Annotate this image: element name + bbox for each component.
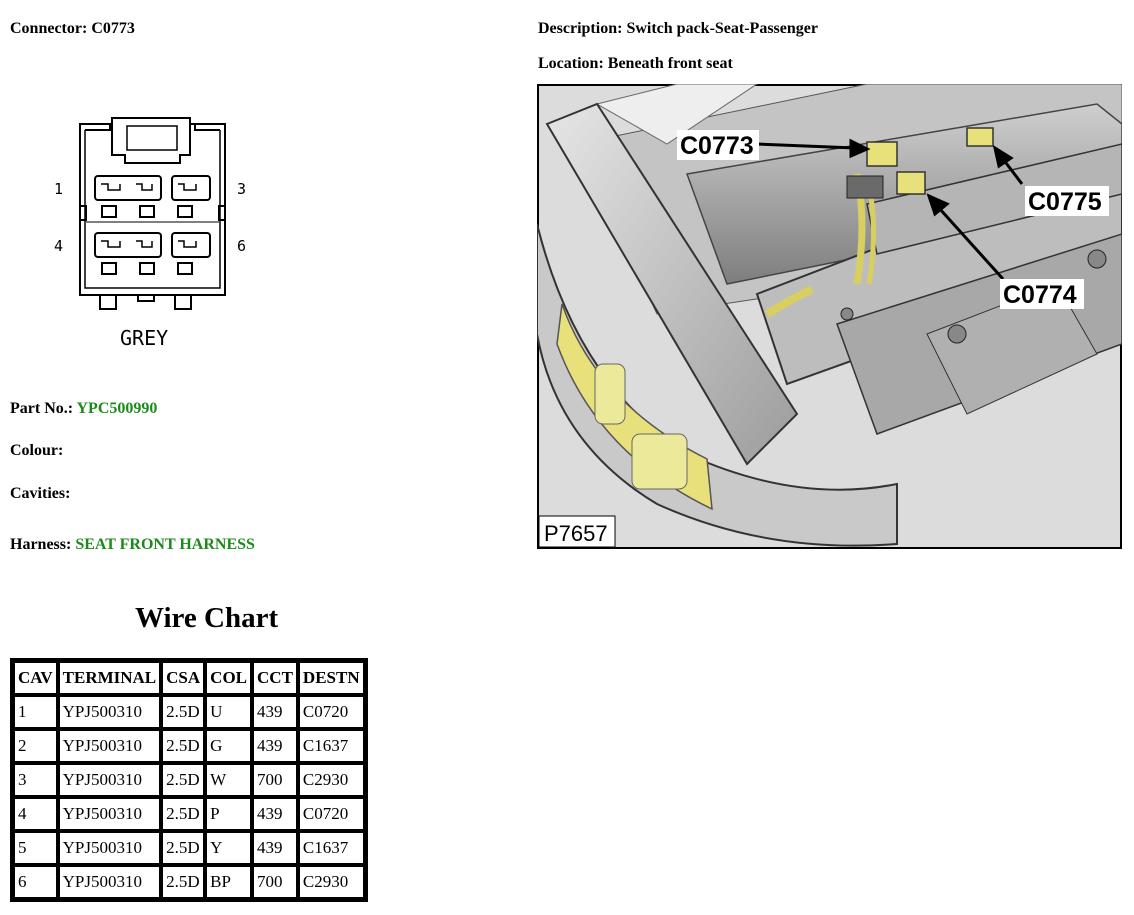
- csa-cell: 2.5D: [161, 831, 206, 865]
- description-heading: Description: Switch pack-Seat-Passenger: [538, 20, 818, 37]
- col-cell: W: [205, 763, 253, 797]
- cct-cell: 439: [252, 695, 298, 729]
- location-value: Beneath front seat: [607, 55, 733, 72]
- cct-cell: 700: [252, 865, 298, 899]
- terminal-cell: YPJ500310: [57, 763, 162, 797]
- destn-cell: C2930: [297, 763, 365, 797]
- col-cct-header: CCT: [252, 661, 298, 695]
- csa-cell: 2.5D: [161, 763, 206, 797]
- photo-reference: P7657: [544, 521, 608, 546]
- destn-cell: C0720: [297, 797, 365, 831]
- part-number-link[interactable]: YPC500990: [76, 400, 158, 417]
- cct-cell: 439: [252, 831, 298, 865]
- col-col-header: COL: [205, 661, 253, 695]
- harness-field: Harness: SEAT FRONT HARNESS: [10, 536, 255, 553]
- connector-id: C0773: [91, 20, 135, 37]
- col-destn-header: DESTN: [297, 661, 365, 695]
- connector-face-diagram: 1 3 4 6 GREY: [54, 117, 246, 350]
- connector-latch: [111, 118, 191, 164]
- cct-cell: 439: [252, 729, 298, 763]
- location-heading: Location: Beneath front seat: [538, 55, 733, 72]
- description-value: Switch pack-Seat-Passenger: [626, 20, 818, 37]
- terminal-cell: YPJ500310: [57, 695, 162, 729]
- csa-cell: 2.5D: [161, 729, 206, 763]
- cav-cell: 6: [13, 865, 58, 899]
- csa-cell: 2.5D: [161, 797, 206, 831]
- connector-colour-text: GREY: [120, 326, 168, 350]
- terminal-cell: YPJ500310: [57, 729, 162, 763]
- col-cav-header: CAV: [13, 661, 58, 695]
- col-cell: BP: [205, 865, 253, 899]
- cav-cell: 4: [13, 797, 58, 831]
- pin-label-4: 4: [54, 237, 63, 255]
- table-header-row: CAV TERMINAL CSA COL CCT DESTN: [13, 661, 365, 695]
- cav-cell: 3: [13, 763, 58, 797]
- destn-cell: C2930: [297, 865, 365, 899]
- location-illustration: C0773 C0775 C0774 P7657: [537, 84, 1122, 549]
- cav-cell: 5: [13, 831, 58, 865]
- col-cell: G: [205, 729, 253, 763]
- col-cell: Y: [205, 831, 253, 865]
- destn-cell: C1637: [297, 831, 365, 865]
- terminal-cell: YPJ500310: [57, 797, 162, 831]
- cct-cell: 439: [252, 797, 298, 831]
- table-row: 2 YPJ500310 2.5D G 439 C1637: [13, 729, 365, 763]
- callout-c0773: C0773: [680, 132, 754, 160]
- cavities-field: Cavities:: [10, 485, 71, 502]
- callout-c0774: C0774: [1003, 281, 1077, 309]
- csa-cell: 2.5D: [161, 695, 206, 729]
- col-cell: P: [205, 797, 253, 831]
- wire-chart-title: Wire Chart: [135, 602, 279, 634]
- col-cell: U: [205, 695, 253, 729]
- cav-cell: 1: [13, 695, 58, 729]
- cav-cell: 2: [13, 729, 58, 763]
- connector-heading: Connector: C0773: [10, 20, 135, 37]
- table-row: 4 YPJ500310 2.5D P 439 C0720: [13, 797, 365, 831]
- table-row: 1 YPJ500310 2.5D U 439 C0720: [13, 695, 365, 729]
- terminal-cell: YPJ500310: [57, 831, 162, 865]
- pin-label-1: 1: [54, 180, 63, 198]
- csa-cell: 2.5D: [161, 865, 206, 899]
- cct-cell: 700: [252, 763, 298, 797]
- pin-label-6: 6: [237, 237, 246, 255]
- harness-link[interactable]: SEAT FRONT HARNESS: [75, 536, 255, 553]
- callout-c0775: C0775: [1028, 188, 1102, 216]
- part-number-field: Part No.: YPC500990: [10, 400, 158, 417]
- terminal-cell: YPJ500310: [57, 865, 162, 899]
- wire-chart-table: CAV TERMINAL CSA COL CCT DESTN 1 YPJ5003…: [10, 658, 368, 902]
- destn-cell: C1637: [297, 729, 365, 763]
- col-terminal-header: TERMINAL: [57, 661, 162, 695]
- table-row: 3 YPJ500310 2.5D W 700 C2930: [13, 763, 365, 797]
- colour-field: Colour:: [10, 442, 64, 459]
- pin-label-3: 3: [237, 180, 246, 198]
- destn-cell: C0720: [297, 695, 365, 729]
- table-row: 5 YPJ500310 2.5D Y 439 C1637: [13, 831, 365, 865]
- table-row: 6 YPJ500310 2.5D BP 700 C2930: [13, 865, 365, 899]
- col-csa-header: CSA: [161, 661, 206, 695]
